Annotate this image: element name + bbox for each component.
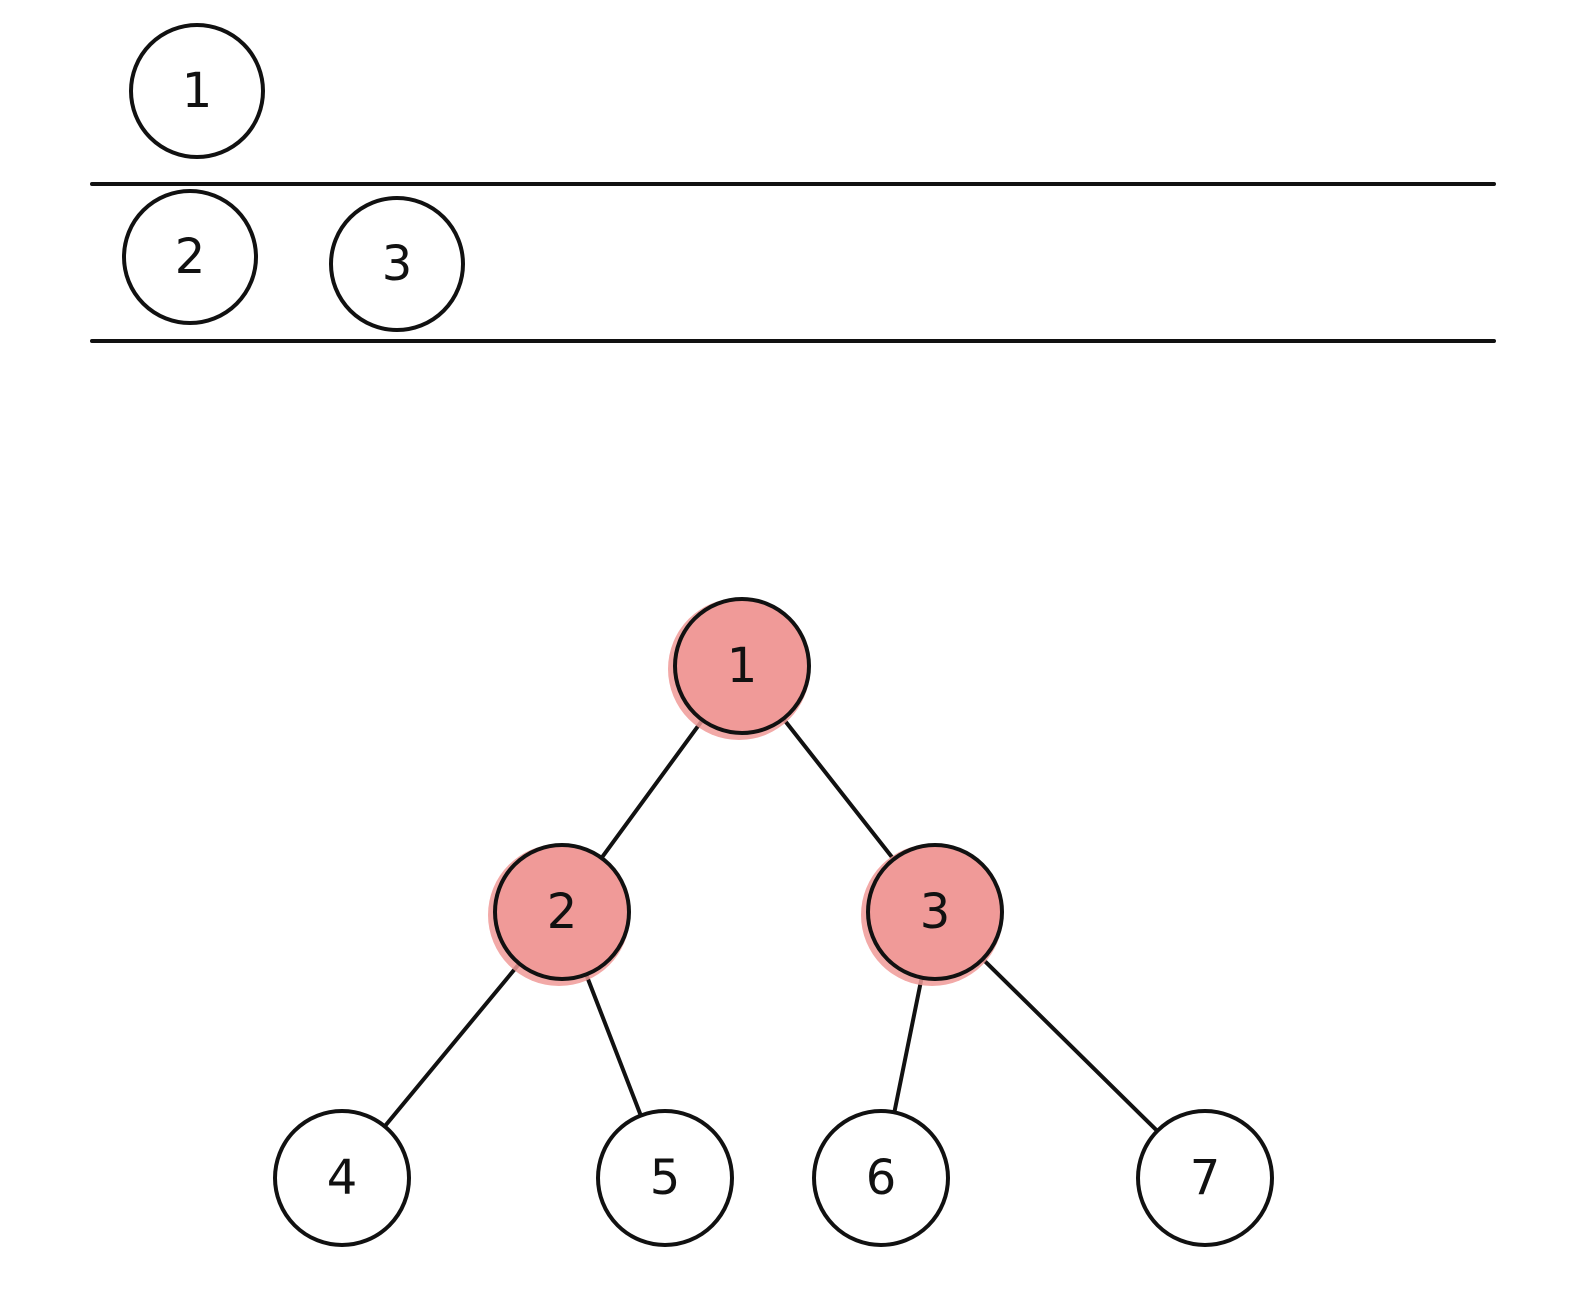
- tree-edge-n1-n2: [599, 718, 705, 860]
- tree-node-circle: [493, 843, 631, 981]
- tree-node-label: 3: [920, 884, 951, 940]
- tree-node-label: 6: [866, 1150, 897, 1206]
- queue-node-label: 1: [182, 63, 213, 119]
- tree-edge-n1-n3: [781, 716, 896, 862]
- tree-node-6: 6: [812, 1109, 950, 1247]
- tree-node-circle: [866, 843, 1004, 981]
- queue-section: 1 2 3: [90, 23, 1496, 343]
- tree-node-1: 1: [668, 597, 811, 740]
- tree-node-5: 5: [596, 1109, 734, 1247]
- tree-node-circle: [273, 1109, 411, 1247]
- tree-edge-n3-n6: [892, 975, 924, 1115]
- tree-edge-n3-n7: [980, 957, 1160, 1133]
- tree-node-label: 5: [650, 1150, 681, 1206]
- tree-nodes: 1 2 3 4 5 6 7: [273, 597, 1274, 1247]
- queue-item: 2: [122, 189, 258, 325]
- queue-node-label: 2: [175, 229, 206, 285]
- tree-node-label: 7: [1190, 1150, 1221, 1206]
- tree-edge-n2-n5: [584, 972, 643, 1118]
- tree-node-2: 2: [488, 843, 631, 986]
- queue-node-circle: [329, 196, 465, 332]
- queue-item: 3: [329, 196, 465, 332]
- tree-node-7: 7: [1136, 1109, 1274, 1247]
- tree-edges: [382, 716, 1160, 1133]
- tree-node-circle: [596, 1109, 734, 1247]
- tree-node-circle: [673, 597, 811, 735]
- tree-node-circle: [812, 1109, 950, 1247]
- tree-node-circle: [1136, 1109, 1274, 1247]
- tree-node-label: 2: [547, 884, 578, 940]
- tree-node-label: 4: [327, 1150, 358, 1206]
- tree-edge-n2-n4: [382, 961, 522, 1129]
- queue-node-label: 3: [382, 236, 413, 292]
- queue-node-circle: [122, 189, 258, 325]
- tree-node-label: 1: [727, 638, 758, 694]
- tree-node-4: 4: [273, 1109, 411, 1247]
- tree-node-3: 3: [861, 843, 1004, 986]
- queue-item: 1: [129, 23, 265, 159]
- queue-node-circle: [129, 23, 265, 159]
- binary-tree: 1 2 3 4 5 6 7: [273, 597, 1274, 1247]
